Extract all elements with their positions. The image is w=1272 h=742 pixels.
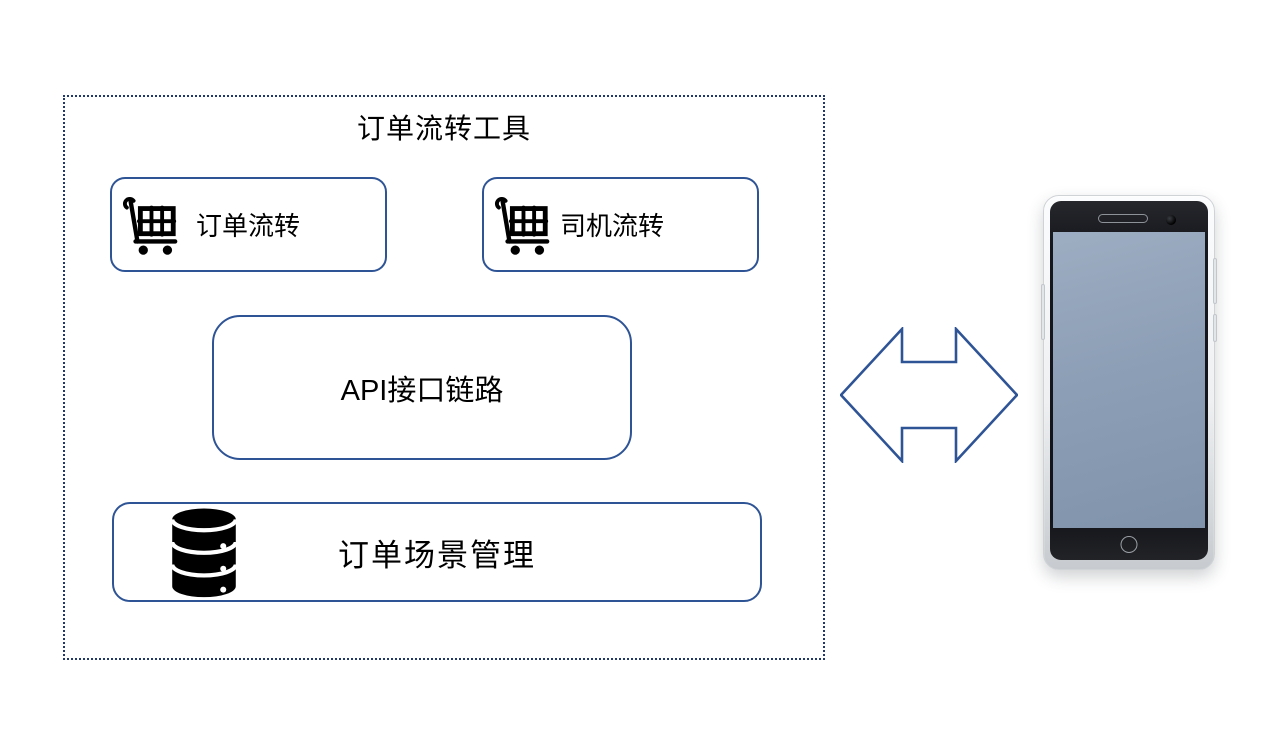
- node-api-link: API接口链路: [212, 315, 632, 460]
- phone-speaker-icon: [1098, 214, 1148, 223]
- database-icon: [170, 508, 238, 598]
- shopping-cart-icon: [122, 196, 178, 255]
- node-label: 司机流转: [560, 211, 665, 241]
- phone-home-button: [1120, 536, 1138, 553]
- smartphone-illustration: [1041, 195, 1217, 570]
- phone-bezel: [1050, 201, 1208, 560]
- phone-side-button: [1213, 258, 1217, 304]
- node-label: 订单流转: [196, 211, 301, 241]
- shopping-cart-icon: [494, 196, 550, 255]
- order-tools-container: 订单流转工具 订单流转: [63, 95, 825, 660]
- phone-side-button: [1213, 314, 1217, 342]
- phone-screen: [1053, 232, 1205, 528]
- node-order-scene-management: 订单场景管理: [112, 502, 762, 602]
- phone-camera-icon: [1166, 215, 1176, 225]
- node-label: 订单场景管理: [338, 537, 536, 573]
- container-title: 订单流转工具: [356, 113, 531, 144]
- double-arrow-connector: [840, 327, 1018, 463]
- node-order-flow: 订单流转: [110, 177, 387, 272]
- node-driver-flow: 司机流转: [482, 177, 759, 272]
- phone-side-button: [1041, 284, 1045, 340]
- node-label: API接口链路: [340, 374, 504, 407]
